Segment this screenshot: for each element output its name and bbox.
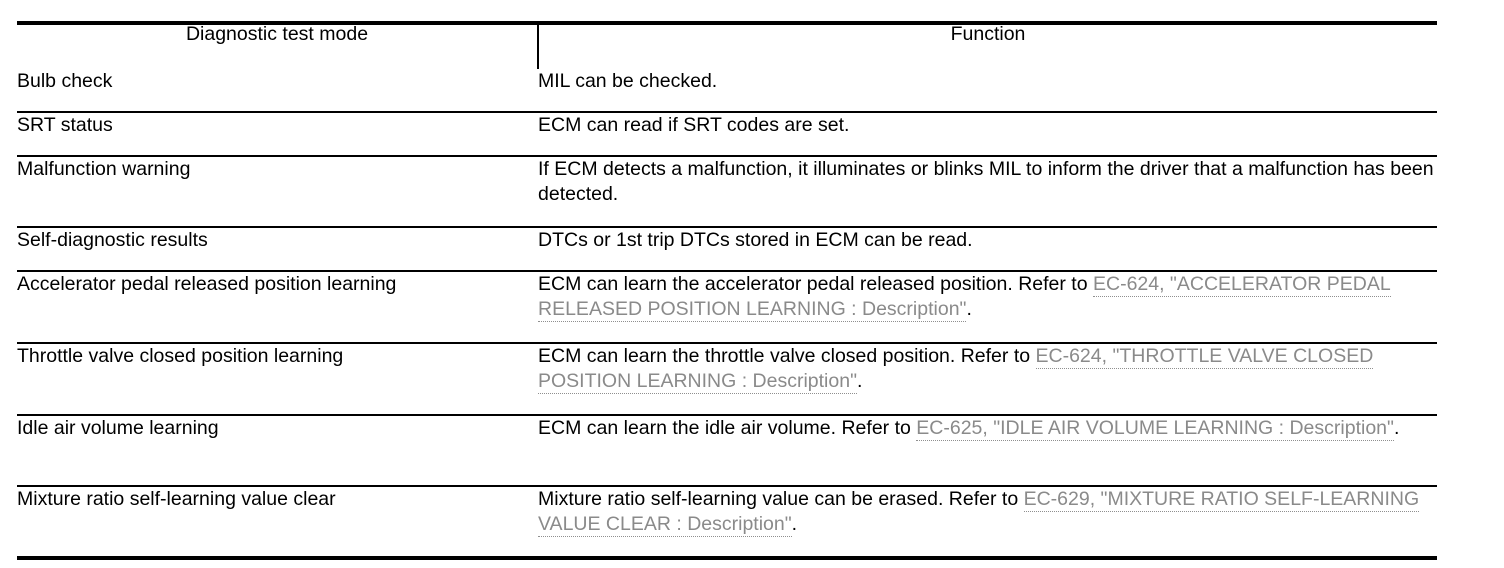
cell-diagnostic-test-mode: Malfunction warning bbox=[17, 156, 538, 228]
column-header-diagnostic-test-mode: Diagnostic test mode bbox=[17, 23, 539, 69]
cell-function: ECM can learn the throttle valve closed … bbox=[538, 343, 1437, 416]
function-text-suffix: . bbox=[791, 513, 798, 535]
cell-function: ECM can learn the accelerator pedal rele… bbox=[538, 271, 1437, 344]
table-row: Accelerator pedal released position lear… bbox=[17, 271, 1437, 344]
cell-diagnostic-test-mode: Self-diagnostic results bbox=[17, 227, 538, 272]
function-text: If ECM detects a malfunction, it illumin… bbox=[538, 158, 1434, 205]
cell-function: ECM can learn the idle air volume. Refer… bbox=[538, 415, 1437, 487]
function-text-suffix: . bbox=[857, 370, 863, 392]
cell-function: ECM can read if SRT codes are set. bbox=[538, 112, 1437, 157]
cell-diagnostic-test-mode: SRT status bbox=[17, 112, 538, 157]
cell-diagnostic-test-mode: Throttle valve closed position learning bbox=[17, 343, 538, 416]
function-text: ECM can learn the throttle valve closed … bbox=[538, 345, 1036, 367]
function-text: Mixture ratio self-learning value can be… bbox=[538, 488, 1024, 510]
cell-diagnostic-test-mode: Bulb check bbox=[17, 69, 538, 113]
function-text: ECM can learn the accelerator pedal rele… bbox=[538, 273, 1093, 295]
cell-function: If ECM detects a malfunction, it illumin… bbox=[538, 156, 1437, 228]
function-text: DTCs or 1st trip DTCs stored in ECM can … bbox=[538, 229, 973, 251]
table-row: Bulb check MIL can be checked. bbox=[17, 69, 1437, 113]
table-row: Idle air volume learning ECM can learn t… bbox=[17, 415, 1437, 487]
cell-function: Mixture ratio self-learning value can be… bbox=[538, 486, 1437, 558]
cell-diagnostic-test-mode: Idle air volume learning bbox=[17, 415, 538, 487]
function-text-suffix: . bbox=[1393, 417, 1400, 439]
table-row: Mixture ratio self-learning value clear … bbox=[17, 486, 1437, 558]
table-row: Self-diagnostic results DTCs or 1st trip… bbox=[17, 227, 1437, 272]
function-text: ECM can learn the idle air volume. Refer… bbox=[538, 417, 917, 439]
column-header-function: Function bbox=[950, 23, 1026, 45]
table-row: Malfunction warning If ECM detects a mal… bbox=[17, 156, 1437, 228]
table-header: Diagnostic test mode Function bbox=[17, 23, 1437, 69]
diagnostic-test-mode-table: Diagnostic test mode Function Bulb check… bbox=[17, 21, 1437, 560]
function-text: MIL can be checked. bbox=[538, 70, 718, 92]
cell-function: DTCs or 1st trip DTCs stored in ECM can … bbox=[538, 227, 1437, 272]
table-body: Bulb check MIL can be checked. SRT statu… bbox=[17, 69, 1437, 558]
cell-function: MIL can be checked. bbox=[538, 69, 1437, 113]
table-row: Throttle valve closed position learning … bbox=[17, 343, 1437, 416]
function-text-suffix: . bbox=[966, 298, 972, 320]
table-header-row: Diagnostic test mode Function bbox=[17, 23, 1437, 69]
function-text: ECM can read if SRT codes are set. bbox=[538, 114, 850, 136]
cell-diagnostic-test-mode: Mixture ratio self-learning value clear bbox=[17, 488, 336, 510]
cell-diagnostic-test-mode: Accelerator pedal released position lear… bbox=[17, 271, 538, 344]
cross-reference-link[interactable]: EC-625, "IDLE AIR VOLUME LEARNING : Desc… bbox=[916, 417, 1394, 441]
table-row: SRT status ECM can read if SRT codes are… bbox=[17, 112, 1437, 157]
